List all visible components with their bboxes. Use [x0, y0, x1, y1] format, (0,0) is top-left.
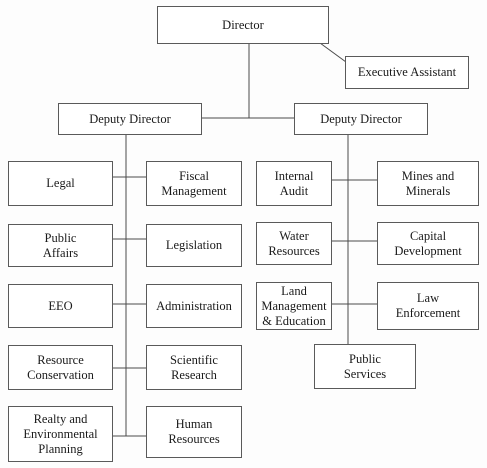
- connector-director-assistant: [319, 42, 347, 63]
- eeo-box: EEO: [8, 284, 113, 328]
- deputy-director-left-box: Deputy Director: [58, 103, 202, 135]
- water-resources-box: Water Resources: [256, 222, 332, 265]
- internal-audit-box: Internal Audit: [256, 161, 332, 206]
- fiscal-management-box: Fiscal Management: [146, 161, 242, 206]
- director-box: Director: [157, 6, 329, 44]
- capital-development-box: Capital Development: [377, 222, 479, 265]
- mines-minerals-box: Mines and Minerals: [377, 161, 479, 206]
- legislation-box: Legislation: [146, 224, 242, 267]
- executive-assistant-box: Executive Assistant: [345, 56, 469, 89]
- public-affairs-box: Public Affairs: [8, 224, 113, 267]
- human-resources-box: Human Resources: [146, 406, 242, 458]
- land-management-education-box: Land Management & Education: [256, 282, 332, 330]
- public-services-box: Public Services: [314, 344, 416, 389]
- realty-environmental-planning-box: Realty and Environmental Planning: [8, 406, 113, 462]
- scientific-research-box: Scientific Research: [146, 345, 242, 390]
- resource-conservation-box: Resource Conservation: [8, 345, 113, 390]
- law-enforcement-box: Law Enforcement: [377, 282, 479, 330]
- legal-box: Legal: [8, 161, 113, 206]
- administration-box: Administration: [146, 284, 242, 328]
- deputy-director-right-box: Deputy Director: [294, 103, 428, 135]
